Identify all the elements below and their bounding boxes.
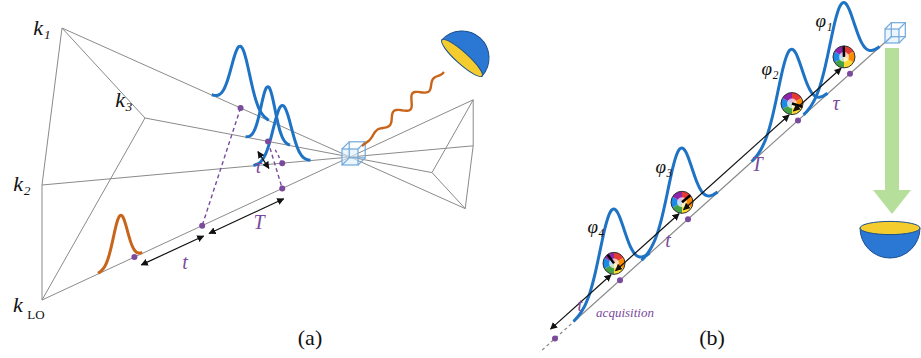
time-dot xyxy=(795,117,801,123)
beam-line xyxy=(465,146,473,209)
beam-label: k₂ xyxy=(13,173,30,195)
delay-label: t xyxy=(577,296,582,314)
phase-wheel xyxy=(833,46,855,68)
beam-line xyxy=(42,118,145,300)
interval-arrow xyxy=(209,199,284,234)
signal-field xyxy=(362,72,444,146)
panel-label: (a) xyxy=(298,327,322,349)
beam-line xyxy=(432,100,473,173)
interval-arrow xyxy=(551,275,612,329)
beam-line xyxy=(42,28,62,185)
delay-label: T xyxy=(751,154,762,174)
time-axis xyxy=(540,36,892,352)
sample-cube xyxy=(885,23,905,43)
pulse-shape xyxy=(98,215,142,273)
delay-label: τ xyxy=(832,93,839,113)
phase-wheel xyxy=(603,252,625,274)
time-dot xyxy=(238,105,244,111)
panel-a xyxy=(42,20,500,300)
beam-line xyxy=(42,185,43,300)
time-dot xyxy=(279,185,285,191)
detector xyxy=(860,221,920,258)
delay-label: T xyxy=(253,212,264,232)
delay-label: t xyxy=(665,230,671,250)
axis-break xyxy=(540,321,575,352)
time-dot xyxy=(279,160,285,166)
beam-line xyxy=(62,28,145,118)
interval-arrow xyxy=(616,214,680,271)
delay-label: τ xyxy=(254,156,261,176)
pulse-shape xyxy=(804,2,880,114)
beam-label: k xyxy=(13,294,23,316)
time-dot xyxy=(685,216,691,222)
beam-label: k₃ xyxy=(115,89,132,111)
time-dot xyxy=(265,138,271,144)
phase-label: φ₄ xyxy=(587,217,604,236)
panel-b xyxy=(540,2,920,352)
time-dot xyxy=(617,277,623,283)
time-dot xyxy=(847,71,853,77)
phase-wheel xyxy=(781,93,803,115)
time-dot xyxy=(552,336,558,342)
delay-label: t xyxy=(182,252,188,272)
delay-guide xyxy=(202,108,240,226)
pulse-shape xyxy=(253,105,310,165)
signal-arrow xyxy=(873,48,911,214)
pulse-shape xyxy=(574,209,650,321)
beam-line xyxy=(432,173,465,209)
pulse-shape xyxy=(642,148,718,260)
beam-line xyxy=(473,100,474,146)
delay-label-subscript: acquisition xyxy=(596,306,654,319)
beam-line xyxy=(42,146,473,185)
phase-wheel xyxy=(671,191,693,213)
panel-label: (b) xyxy=(699,327,725,349)
detector xyxy=(438,20,500,81)
time-dot xyxy=(131,254,137,260)
phase-label: φ₃ xyxy=(655,157,672,176)
beam-line xyxy=(42,100,473,300)
phase-label: φ₂ xyxy=(761,59,778,78)
time-dot xyxy=(199,223,205,229)
pulse-shape xyxy=(246,87,290,146)
interval-arrow xyxy=(684,115,790,210)
phase-label: φ₁ xyxy=(815,11,832,30)
interval-arrow xyxy=(141,236,203,265)
beam-line xyxy=(62,28,465,209)
beam-label-subscript: LO xyxy=(27,308,44,321)
beam-label: k₁ xyxy=(33,17,50,39)
pulse-shape xyxy=(752,49,828,161)
